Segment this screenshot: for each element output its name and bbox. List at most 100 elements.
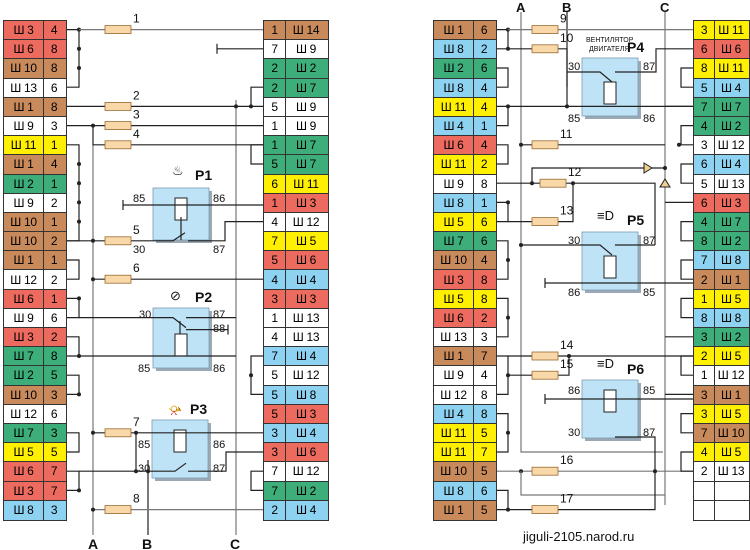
connector-label: Ш 9 [434, 366, 474, 385]
pin-label: 86 [568, 385, 580, 397]
pin-number: 6 [694, 193, 715, 212]
pin-number: 6 [50, 80, 58, 95]
fuse-14 [531, 351, 559, 361]
pin-number: 6 [480, 483, 488, 498]
bracket-wire [680, 451, 693, 472]
connector-label: Ш 5 [295, 234, 317, 249]
bus-label-b: B [142, 536, 152, 550]
fuse-2 [104, 102, 132, 111]
headlight-low-icon: ≡D [597, 208, 614, 223]
junction-dot [506, 430, 510, 435]
connector-label: Ш 1 [720, 272, 742, 287]
pin-label: 85 [138, 439, 150, 451]
junction-dot [519, 243, 523, 247]
connector-label: Ш 7 [434, 232, 474, 251]
junction-dot [506, 258, 510, 262]
connector-label: Ш 2 [720, 234, 742, 249]
pin-number: 4 [480, 138, 488, 153]
pin-number: 4 [264, 328, 286, 347]
bracket-wire [680, 355, 693, 376]
pin-number: 7 [480, 445, 488, 460]
bracket-wire [67, 374, 80, 395]
relay-p2-label: P2 [195, 289, 212, 305]
connector-label: Ш 3 [295, 195, 317, 210]
connector-label: Ш 6 [434, 136, 474, 155]
pin-number: 5 [264, 366, 286, 385]
pin-number: 7 [694, 97, 715, 116]
pin-number: 1 [694, 289, 715, 308]
relay-p3-coil [173, 429, 187, 453]
fuse-number: 11 [560, 127, 573, 141]
connector-label: Ш 4 [720, 157, 742, 172]
connector-label: Ш 12 [292, 464, 320, 479]
connector-label: Ш 4 [295, 426, 317, 441]
pin-label: 30 [568, 235, 580, 247]
pin-number: 6 [694, 40, 715, 59]
connector-label: Ш 11 [293, 176, 319, 191]
pin-number: 5 [264, 97, 286, 116]
connector-label: Ш 11 [434, 155, 474, 174]
pin-number: 1 [50, 291, 58, 306]
pin-number: 5 [50, 368, 58, 383]
bracket-wire [680, 221, 693, 242]
pin-number: 5 [264, 251, 286, 270]
junction-dot [77, 296, 81, 301]
pin-number: 3 [50, 119, 58, 134]
connector-label: Ш 11 [434, 423, 474, 443]
junction-dot [146, 469, 150, 474]
pin-label: 87 [643, 235, 655, 247]
connector-label [715, 482, 747, 500]
pin-number: 2 [480, 310, 488, 325]
wire [508, 356, 570, 376]
pin-number: 5 [480, 464, 488, 479]
relay-p4-caption: ВЕНТИЛЯТОР [586, 37, 634, 44]
wire [92, 125, 263, 146]
connector-label: Ш 5 [4, 443, 44, 462]
wire [531, 167, 665, 184]
wire [188, 451, 263, 472]
connector-label: Ш 1 [434, 347, 474, 366]
rp-left-row: Ш 6 4 [434, 136, 496, 156]
fuse-number: 12 [568, 165, 582, 179]
bus-label-a: A [516, 0, 526, 15]
bracket-wire [497, 105, 509, 127]
pin-label: 87 [213, 463, 225, 475]
connector-label: Ш 3 [295, 406, 317, 421]
connector-label: Ш 10 [4, 212, 44, 232]
bracket-wire [497, 29, 509, 50]
pin-label: 87 [643, 427, 655, 439]
fuse-number: 3 [133, 108, 140, 122]
pin-number: 4 [264, 270, 286, 289]
connector-label [715, 501, 747, 520]
connector-label: Ш 5 [434, 212, 474, 232]
connector-label: Ш 3 [4, 481, 44, 500]
